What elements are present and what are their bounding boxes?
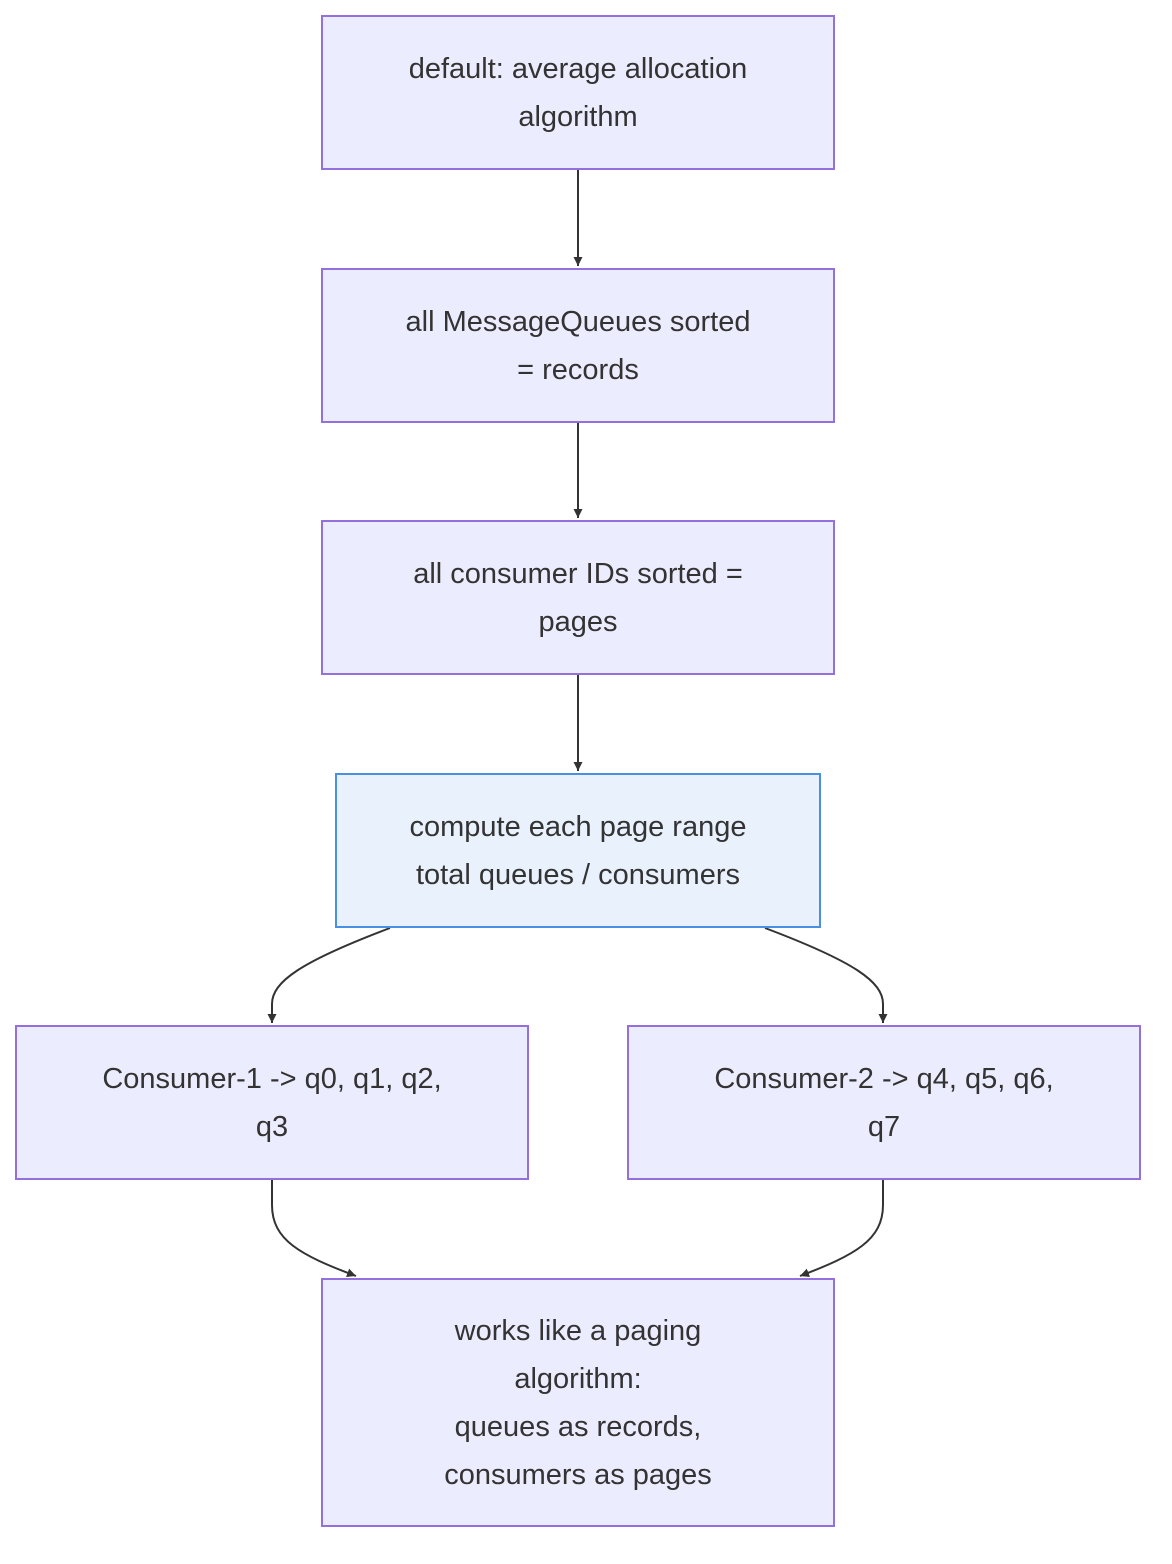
node-consumer-ids-sorted: all consumer IDs sorted = pages <box>321 520 835 675</box>
edge-compute-range-to-consumer-1 <box>267 927 391 1023</box>
node-messagequeues-sorted: all MessageQueues sorted = records <box>321 268 835 423</box>
node-label-line: q7 <box>867 1110 901 1143</box>
node-label-line: total queues / consumers <box>415 858 740 891</box>
node-label-line: q3 <box>255 1110 289 1143</box>
node-label: compute each page range total queues / c… <box>410 803 747 899</box>
node-label-line: all MessageQueues sorted <box>405 305 751 338</box>
node-label: works like a paging algorithm: queues as… <box>444 1307 712 1499</box>
node-label-line: Consumer-2 -> q4, q5, q6, <box>714 1062 1054 1095</box>
edge-consumer-2-to-paging <box>799 1180 884 1277</box>
node-label-line: algorithm <box>518 100 638 133</box>
node-compute-page-range: compute each page range total queues / c… <box>335 773 821 928</box>
edge-consumer-1-to-paging <box>271 1180 357 1278</box>
node-label: Consumer-2 -> q4, q5, q6, q7 <box>714 1055 1053 1151</box>
node-label-line: default: average allocation <box>408 52 748 85</box>
node-consumer-1: Consumer-1 -> q0, q1, q2, q3 <box>15 1025 529 1180</box>
node-label-line: works like a paging <box>454 1314 702 1347</box>
node-label-line: compute each page range <box>409 810 747 843</box>
node-label-line: Consumer-1 -> q0, q1, q2, <box>102 1062 442 1095</box>
node-label-line: queues as records, <box>454 1410 702 1443</box>
node-label-line: algorithm: <box>514 1362 642 1395</box>
node-label: all MessageQueues sorted = records <box>406 298 751 394</box>
node-label-line: pages <box>538 605 618 638</box>
node-default-average-allocation: default: average allocation algorithm <box>321 15 835 170</box>
node-label: all consumer IDs sorted = pages <box>413 550 743 646</box>
node-consumer-2: Consumer-2 -> q4, q5, q6, q7 <box>627 1025 1141 1180</box>
node-label: Consumer-1 -> q0, q1, q2, q3 <box>102 1055 441 1151</box>
node-paging-algorithm: works like a paging algorithm: queues as… <box>321 1278 835 1527</box>
node-label-line: all consumer IDs sorted = <box>413 557 743 590</box>
edge-compute-range-to-consumer-2 <box>764 927 888 1023</box>
node-label-line: consumers as pages <box>444 1458 712 1491</box>
node-label-line: = records <box>517 353 639 386</box>
node-label: default: average allocation algorithm <box>409 45 748 141</box>
